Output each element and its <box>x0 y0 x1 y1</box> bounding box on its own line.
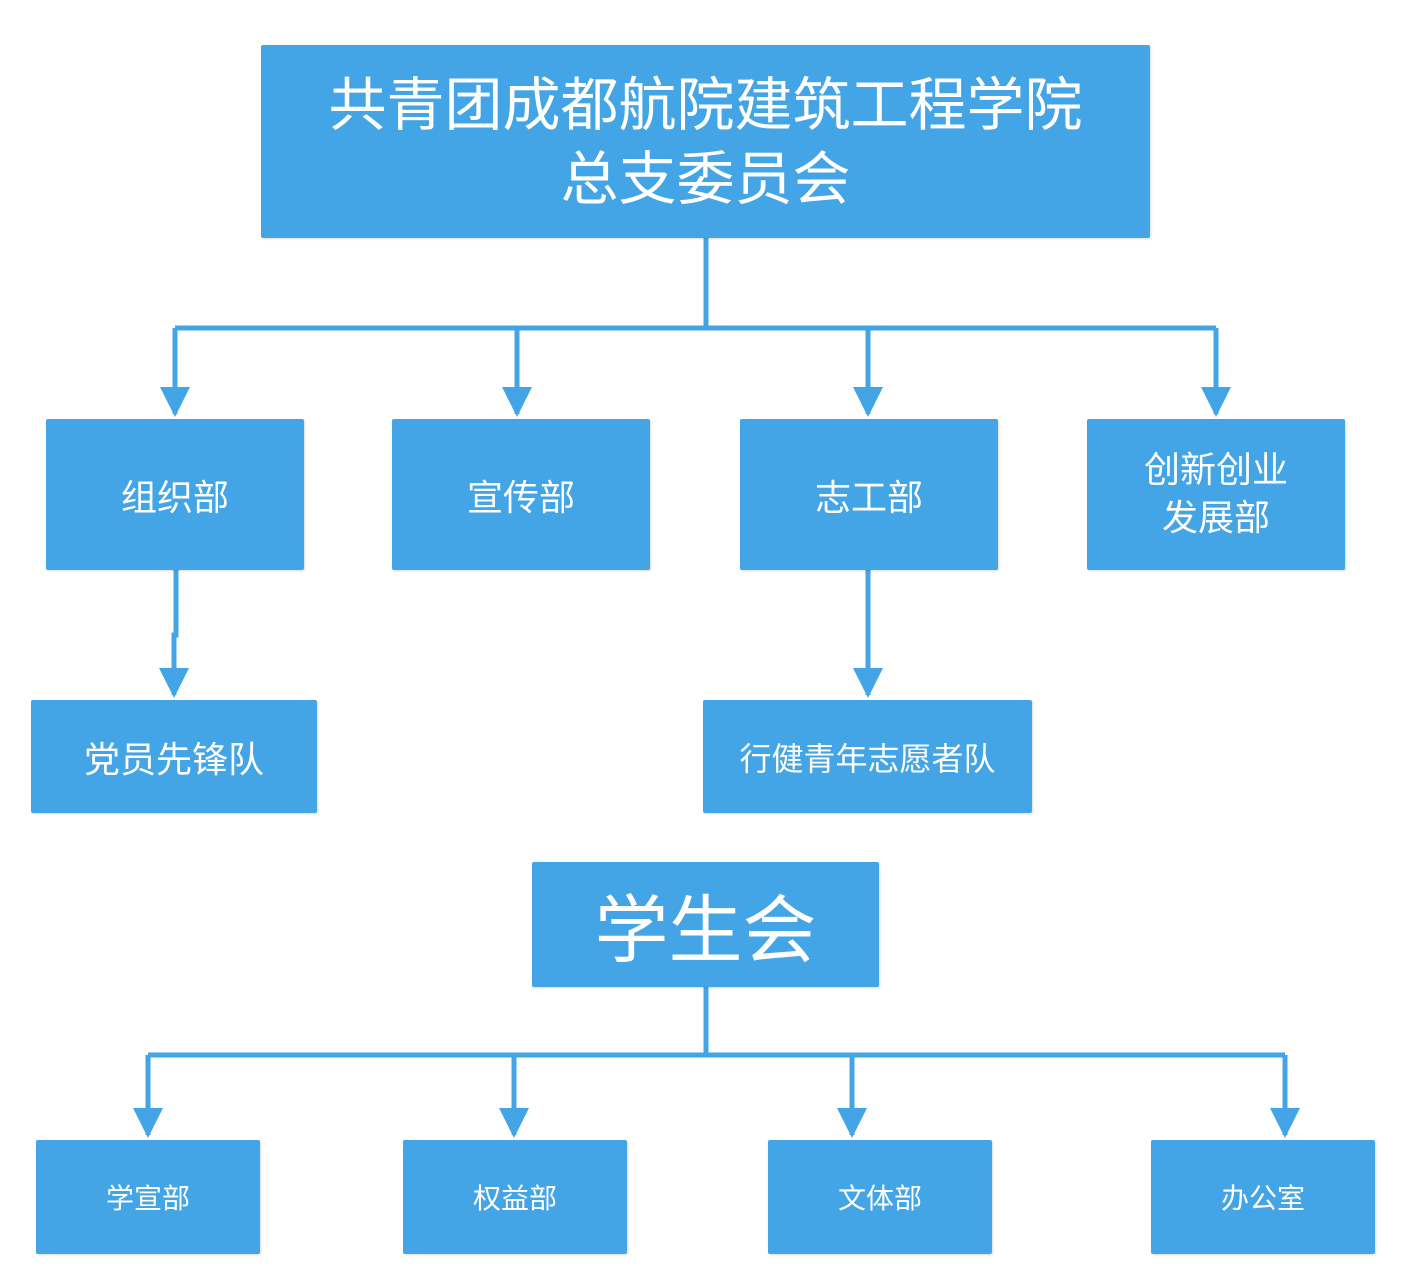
node-label-line1: 创新创业 <box>1143 449 1288 491</box>
node-label-line2: 总支委员会 <box>560 144 851 213</box>
arrow-to-dangyuan <box>159 570 189 698</box>
node-union-dept: 权益部 <box>403 1140 627 1254</box>
node-label: 志工部 <box>814 477 923 519</box>
node-label: 文体部 <box>837 1182 922 1215</box>
node-union-dept: 办公室 <box>1151 1140 1375 1254</box>
node-volunteer-dept: 志工部 <box>740 419 998 570</box>
node-publicity-dept: 宣传部 <box>392 419 650 570</box>
node-label: 学生会 <box>594 888 817 974</box>
node-label: 学宣部 <box>105 1182 190 1215</box>
node-innovation-dept: 创新创业 发展部 <box>1087 419 1345 570</box>
node-label: 权益部 <box>472 1182 557 1215</box>
node-organization-dept: 组织部 <box>46 419 304 570</box>
node-union-dept: 文体部 <box>768 1140 992 1254</box>
node-general-branch-committee: 共青团成都航院建筑工程学院 总支委员会 <box>261 45 1150 238</box>
node-student-union: 学生会 <box>532 862 879 987</box>
node-label-line2: 发展部 <box>1161 497 1270 539</box>
node-label: 行健青年志愿者队 <box>739 739 996 778</box>
node-label: 组织部 <box>120 477 229 519</box>
node-label-line1: 共青团成都航院建筑工程学院 <box>328 70 1083 139</box>
node-union-dept: 学宣部 <box>36 1140 260 1254</box>
node-volunteer-team: 行健青年志愿者队 <box>703 700 1032 813</box>
node-label: 党员先锋队 <box>83 739 264 781</box>
node-party-vanguard: 党员先锋队 <box>31 700 317 813</box>
node-label: 宣传部 <box>466 477 575 519</box>
node-label: 办公室 <box>1220 1182 1305 1215</box>
